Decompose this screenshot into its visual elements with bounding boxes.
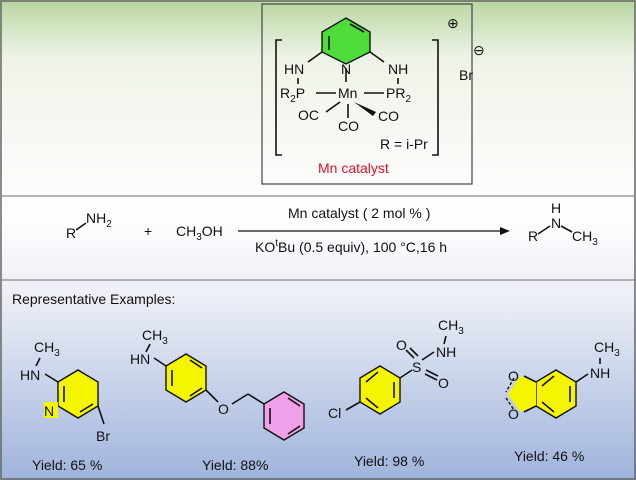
ex1-methyl: CH3 — [34, 339, 60, 359]
ex3-methyl: CH3 — [438, 317, 464, 337]
ex1-ring-n: N — [44, 403, 54, 419]
ex4-nh: NH — [590, 365, 610, 381]
co-left: OC — [298, 107, 319, 123]
wedge-bond — [354, 102, 376, 116]
catalyst-box — [261, 3, 473, 185]
r-definition: R = i-Pr — [380, 136, 428, 152]
ex2-nh: HN — [130, 351, 150, 367]
ex3-sulfur: S — [412, 359, 421, 375]
phosphine-right: PR2 — [386, 85, 411, 105]
co-bottom: CO — [338, 118, 359, 134]
bromide-ion: Br — [459, 67, 473, 83]
condition-base: KOtBu (0.5 equiv), 100 °C,16 h — [255, 238, 447, 255]
negative-charge: ⊖ — [473, 42, 485, 58]
ex2-yield: Yield: 88% — [202, 457, 268, 473]
ex4-yield: Yield: 46 % — [514, 448, 584, 464]
catalyst-structure: N HN NH R2P Mn PR2 OC CO CO R = i-Pr Mn … — [261, 3, 485, 185]
reactant-amine: NH2 — [86, 210, 112, 230]
ex2-benzyl-ring — [263, 391, 305, 441]
bracket-left — [275, 39, 282, 156]
nh-left: HN — [284, 61, 304, 77]
co-right: CO — [378, 108, 399, 124]
ex3-yield: Yield: 98 % — [354, 453, 424, 469]
ex1-nh: HN — [20, 367, 40, 383]
condition-catalyst: Mn catalyst ( 2 mol % ) — [288, 205, 430, 221]
example-2: CH3 HN O Yield: 88% — [130, 327, 305, 473]
metal-center: Mn — [338, 85, 357, 101]
ex3-oxygen-2: O — [438, 375, 449, 391]
plus-sign: + — [144, 223, 152, 239]
ex4-oxygen-2: O — [508, 406, 519, 422]
catalyst-label: Mn catalyst — [318, 160, 389, 176]
bracket-right — [432, 39, 439, 156]
ex4-methyl: CH3 — [594, 339, 620, 359]
reaction-equation: R NH2 + CH3OH Mn catalyst ( 2 mol % ) KO… — [66, 200, 598, 255]
methanol: CH3OH — [176, 223, 223, 243]
examples-heading: Representative Examples: — [12, 291, 175, 307]
ex2-methyl: CH3 — [142, 327, 168, 347]
nh-right: NH — [388, 61, 408, 77]
example-4: CH3 NH O O Yield: 46 % — [505, 339, 620, 464]
ex1-bromo: Br — [96, 428, 110, 444]
ex1-yield: Yield: 65 % — [32, 457, 102, 473]
positive-charge: ⊕ — [447, 15, 459, 31]
phosphine-left: R2P — [280, 85, 305, 105]
pyridine-ring — [321, 17, 371, 65]
ex4-dioxole-ring — [508, 376, 536, 412]
ex4-oxygen-1: O — [508, 368, 519, 384]
product-r: R — [528, 228, 538, 244]
arrow-head — [500, 227, 510, 235]
ex3-oxygen-1: O — [396, 337, 407, 353]
example-3: CH3 NH S O O Cl Yield: 98 % — [328, 317, 464, 469]
product-n: N — [551, 215, 561, 231]
product-methyl: CH3 — [572, 228, 598, 248]
reactant-r: R — [66, 225, 76, 241]
example-1: CH3 HN N Br Yield: 65 % — [20, 339, 110, 473]
ex2-oxygen: O — [218, 401, 229, 417]
ex3-chloro: Cl — [328, 405, 341, 421]
ex3-nh: NH — [436, 344, 456, 360]
product-h: H — [551, 200, 561, 216]
